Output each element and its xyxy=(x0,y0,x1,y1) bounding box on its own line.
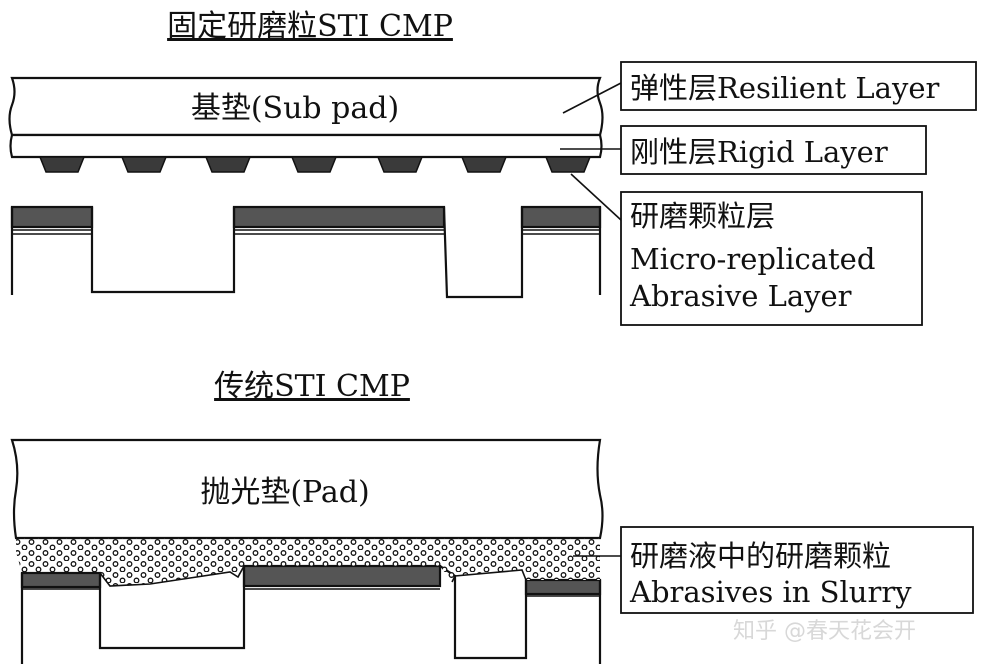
callout-abrasive-line-3: Abrasive Layer xyxy=(629,279,852,313)
callout-slurry: 研磨液中的研磨颗粒 Abrasives in Slurry xyxy=(573,526,974,614)
callout-resilient: 弹性层Resilient Layer xyxy=(562,61,977,114)
micro-replicated-abrasive-teeth xyxy=(38,156,592,173)
top-title: 固定研磨粒STI CMP xyxy=(167,9,453,44)
callout-rigid: 刚性层Rigid Layer xyxy=(560,125,927,175)
rigid-layer xyxy=(9,133,603,159)
callout-abrasive-line-2: Micro-replicated xyxy=(630,242,875,276)
watermark: 知乎 @春天花会开 xyxy=(733,619,916,644)
polishing-pad-label: 抛光垫(Pad) xyxy=(200,475,369,510)
top-wafer xyxy=(10,205,602,299)
callout-slurry-line-2: Abrasives in Slurry xyxy=(629,575,912,609)
callout-abrasive-layer: 研磨颗粒层 Micro-replicated Abrasive Layer xyxy=(570,173,923,326)
sub-pad-label: 基垫(Sub pad) xyxy=(191,91,399,126)
callout-slurry-line-1: 研磨液中的研磨颗粒 xyxy=(630,539,891,573)
bottom-wafer xyxy=(20,564,602,664)
bottom-title: 传统STI CMP xyxy=(214,369,410,404)
callout-abrasive-line-1: 研磨颗粒层 xyxy=(630,199,775,233)
callout-rigid-text: 刚性层Rigid Layer xyxy=(630,135,888,169)
callout-resilient-text: 弹性层Resilient Layer xyxy=(630,71,940,105)
